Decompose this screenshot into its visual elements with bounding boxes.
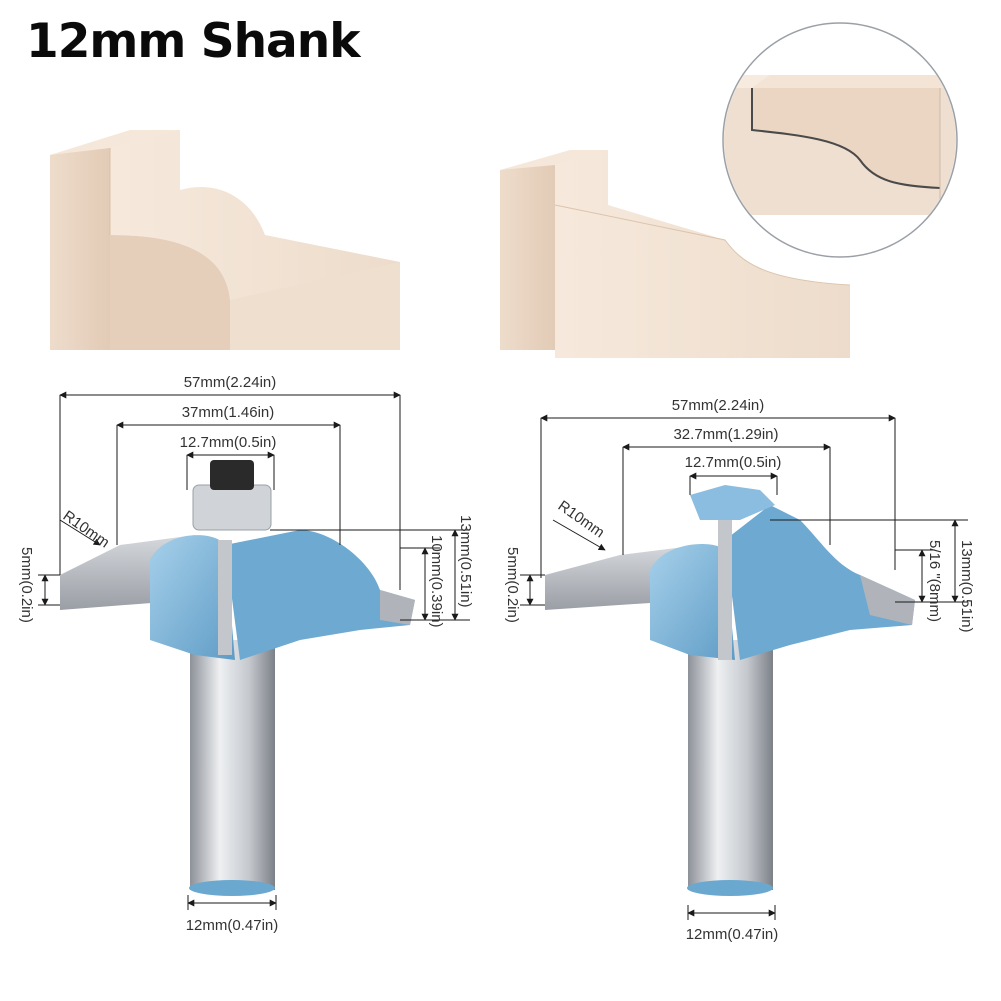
- left-overall-width: 57mm(2.24in): [184, 374, 277, 391]
- right-profile-height: 5/16 "(8mm): [926, 540, 943, 622]
- left-total-height: 13mm(0.51in): [457, 515, 474, 608]
- left-profile-height: 10mm(0.39in): [428, 535, 445, 628]
- left-radius: R10mm: [60, 507, 113, 551]
- left-shank-diameter: 12mm(0.47in): [186, 917, 279, 934]
- left-bearing-width: 12.7mm(0.5in): [180, 434, 277, 451]
- page-title: 12mm Shank: [26, 14, 360, 69]
- right-shank-diameter: 12mm(0.47in): [686, 926, 779, 943]
- shank-right: [688, 640, 773, 890]
- right-cut-width: 32.7mm(1.29in): [673, 426, 778, 443]
- right-top-width: 12.7mm(0.5in): [685, 454, 782, 471]
- router-bit-left: [60, 460, 415, 896]
- right-total-height: 13mm(0.51in): [958, 540, 975, 633]
- wood-sample-right: [500, 150, 851, 358]
- router-bit-right: [545, 485, 915, 896]
- profile-detail-circle: [722, 22, 958, 258]
- right-overall-width: 57mm(2.24in): [672, 397, 765, 414]
- left-edge-height: 5mm(0.2in): [18, 547, 35, 623]
- right-edge-height: 5mm(0.2in): [504, 547, 521, 623]
- wood-sample-left: [50, 130, 400, 350]
- shank-left: [190, 640, 275, 890]
- right-radius: R10mm: [555, 497, 608, 541]
- bearing-left: [192, 484, 272, 531]
- left-cut-width: 37mm(1.46in): [182, 404, 275, 421]
- bearing-screw-left: [210, 460, 254, 490]
